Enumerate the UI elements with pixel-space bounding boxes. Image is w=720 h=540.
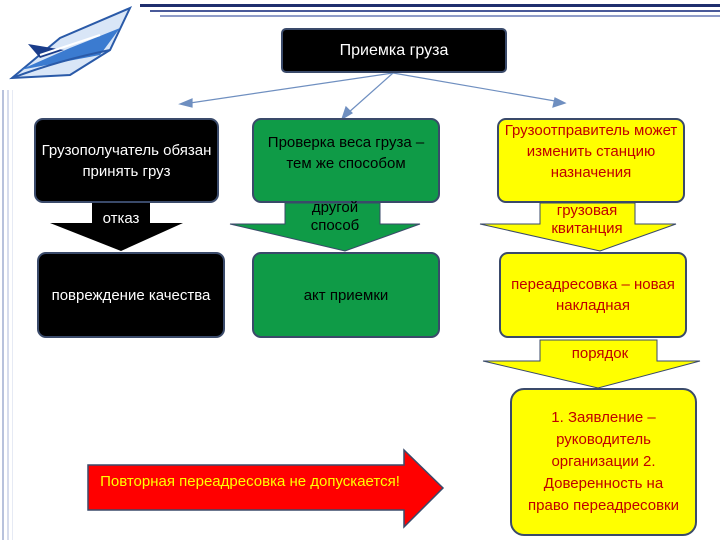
readdress-text: переадресовка – новая накладная [511,276,675,314]
title-text: Приемка груза [339,41,449,59]
acceptance-act-text: акт приемки [303,286,389,304]
refusal-label: отказ [102,210,140,227]
recipient-box: Грузополучатель обязан принять груз [34,118,219,203]
red-note-arrow [87,448,445,529]
readdress-box: переадресовка – новая накладная [499,252,687,338]
header-stripes [140,4,720,17]
damage-text: повреждение качества [51,286,211,304]
side-stripes [2,90,13,540]
down-arrow-black [50,203,183,251]
weight-check-box: Проверка веса груза – тем же способом [252,118,440,203]
recipient-text: Грузополучатель обязан принять груз [41,141,212,180]
down-arrow-yellow-order [482,339,701,389]
title-box: Приемка груза [281,28,507,73]
order-box: 1. Заявление – руководитель организации … [510,388,697,536]
sender-box: Грузоотправитель может изменить станцию … [497,118,685,203]
connector-arrows [178,72,567,121]
down-arrow-green [229,202,421,252]
acceptance-act-box: акт приемки [252,252,440,338]
order-label: порядок [571,345,629,362]
other-method-label: другой способ [310,199,360,234]
sender-text: Грузоотправитель может изменить станцию … [504,122,678,181]
down-arrow-yellow [479,202,677,252]
order-text: 1. Заявление – руководитель организации … [528,409,679,514]
note-text: Повторная переадресовка не допускается! [100,473,400,490]
damage-box: повреждение качества [37,252,225,338]
cargo-receipt-label: грузовая квитанция [551,202,623,237]
weight-check-text: Проверка веса груза – тем же способом [267,134,425,172]
logo-icon [9,6,133,80]
